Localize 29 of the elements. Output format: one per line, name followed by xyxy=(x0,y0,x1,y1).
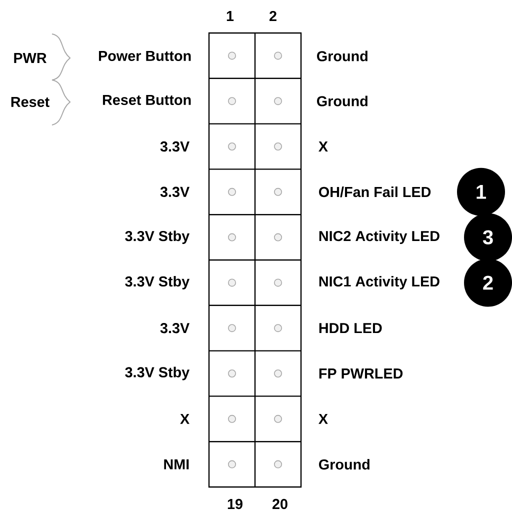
pin-label: 3.3V xyxy=(160,186,190,197)
callout-number: 3 xyxy=(464,213,512,262)
pin-label: 3.3V Stby xyxy=(125,276,190,290)
group-label: Reset xyxy=(11,96,50,107)
pin-label: NIC2 Activity LED xyxy=(319,230,440,244)
pin-label: Ground xyxy=(317,50,368,62)
pin-number: 19 xyxy=(228,498,242,510)
pin-label: 3.3V Stby xyxy=(125,230,190,244)
pin-label: NMI xyxy=(164,459,189,470)
pin-label: 3.3V Stby xyxy=(125,366,190,380)
pin-label: Power Button xyxy=(98,50,191,61)
callout-number: 2 xyxy=(464,258,512,307)
pin-label: Ground xyxy=(317,96,368,106)
pin-number: 1 xyxy=(226,11,234,21)
pin-label: Reset Button xyxy=(102,94,191,105)
pin-label: HDD LED xyxy=(319,323,382,334)
pin-label: FP PWRLED xyxy=(319,368,403,378)
callout-number: 1 xyxy=(457,168,505,216)
pin-label: NIC1 Activity LED xyxy=(319,276,440,290)
pin-number: 20 xyxy=(272,498,288,510)
pin-number: 2 xyxy=(270,10,276,22)
pin-label: 3.3V xyxy=(160,323,190,334)
pin-label: 3.3V xyxy=(160,141,190,152)
pin-label: X xyxy=(318,414,328,424)
pin-label: X xyxy=(180,414,190,424)
pin-label: X xyxy=(318,142,328,152)
pin-label: Ground xyxy=(319,459,370,470)
pin-label: OH/Fan Fail LED xyxy=(319,186,431,198)
group-label: PWR xyxy=(14,53,46,63)
